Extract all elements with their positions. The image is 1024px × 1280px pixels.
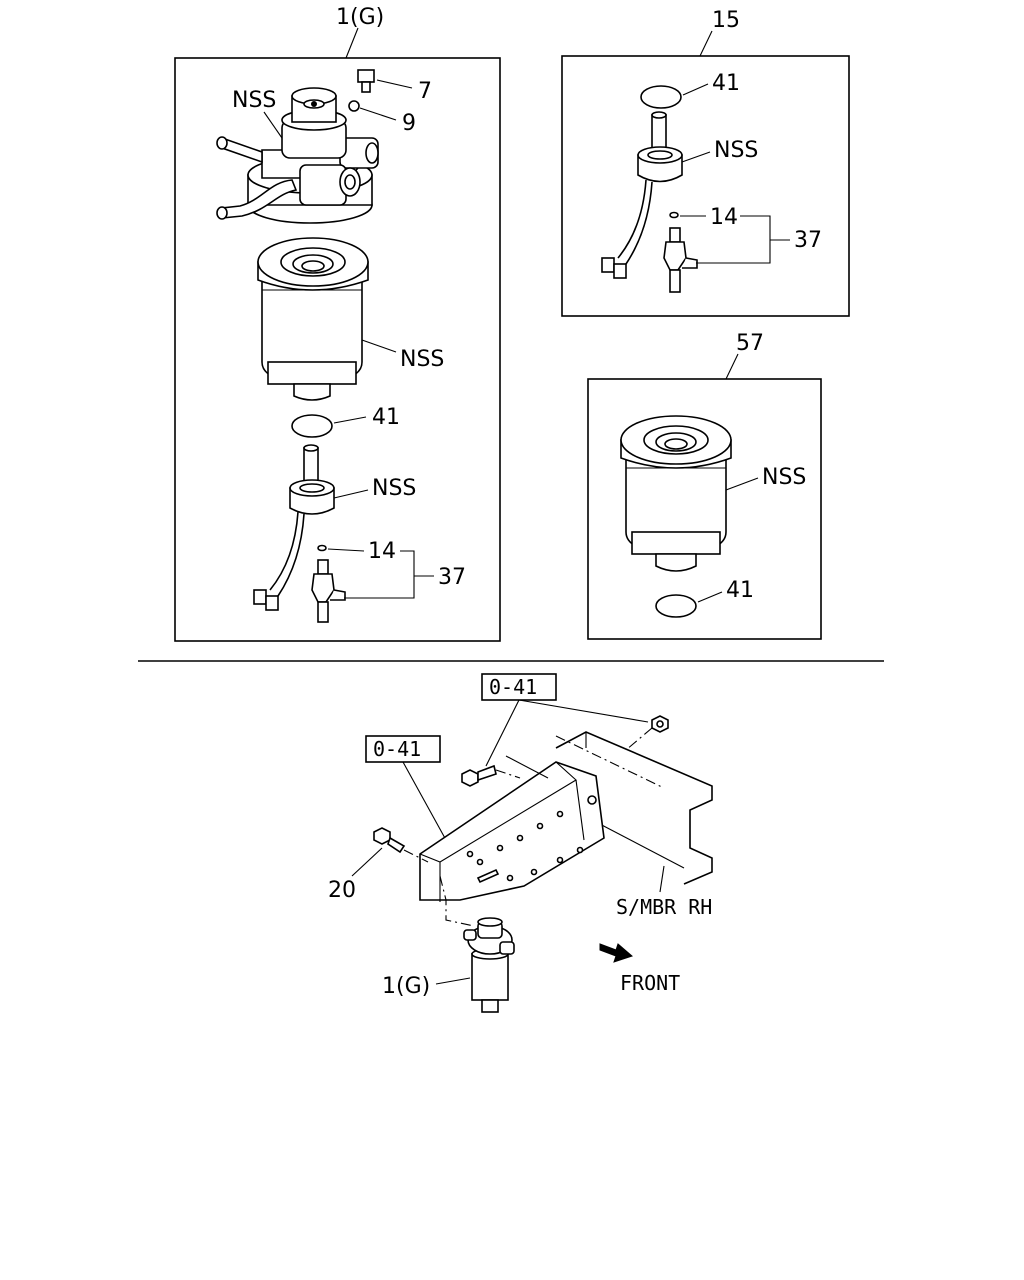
- callout-kit-small-oring: 14: [710, 205, 738, 230]
- callout-main-oring: 41: [372, 405, 400, 430]
- main-small-oring-part: [317, 544, 327, 552]
- callout-main-filter: NSS: [400, 347, 444, 372]
- kit-filter-drawing: [620, 415, 732, 572]
- callout-kit-drain: 37: [794, 228, 822, 253]
- bracket-bolt-part: [461, 764, 497, 787]
- filter-kit-panel: 57 NSS 41: [587, 331, 822, 640]
- callout-kit-oring-top: 41: [712, 71, 740, 96]
- kit-oring-top-part: [640, 85, 682, 109]
- filter-kit-ref: 57: [736, 331, 764, 356]
- front-arrow-icon: [599, 943, 633, 963]
- main-drain-drawing: [311, 559, 346, 623]
- main-assembly-panel: 1(G) 7: [174, 5, 501, 642]
- filter-head-drawing: [216, 87, 379, 224]
- callout-plug: 9: [402, 111, 416, 136]
- main-sensor-drawing: [253, 444, 335, 611]
- callout-main-small-oring: 14: [368, 539, 396, 564]
- assembly-ref: 1(G): [382, 974, 430, 999]
- direction-label: FRONT: [620, 971, 680, 995]
- sensor-kit-frame: [561, 55, 850, 317]
- installation-view: 0-41 0-41: [328, 673, 713, 1013]
- callout-head: NSS: [232, 88, 276, 113]
- callout-main-sensor: NSS: [372, 476, 416, 501]
- bolt-20-ref: 20: [328, 878, 356, 903]
- main-assembly-frame: [174, 57, 501, 642]
- small-filter-assembly-drawing: [463, 917, 515, 1013]
- kit-sensor-drawing: [601, 111, 683, 279]
- callout-kit-filter-oring: 41: [726, 578, 754, 603]
- callout-kit-filter: NSS: [762, 465, 806, 490]
- ref-box-2: 0-41: [373, 737, 421, 761]
- sensor-kit-panel: 15 41 NSS 14 37: [561, 8, 850, 317]
- frame-member-drawing: [555, 731, 713, 885]
- plug-part: [348, 100, 360, 112]
- callout-bolt: 7: [418, 79, 432, 104]
- main-oring-part: [291, 414, 333, 438]
- sensor-kit-ref: 15: [712, 8, 740, 33]
- frame-label: S/MBR RH: [616, 895, 712, 919]
- callout-kit-sensor: NSS: [714, 138, 758, 163]
- ref-box-1: 0-41: [489, 675, 537, 699]
- kit-small-oring-part: [669, 211, 679, 219]
- bracket-drawing: [419, 755, 605, 902]
- callout-main-drain: 37: [438, 565, 466, 590]
- main-filter-drawing: [257, 237, 369, 401]
- main-assembly-ref: 1(G): [336, 5, 384, 30]
- bolt-part: [357, 69, 375, 93]
- filter-kit-frame: [587, 378, 822, 640]
- kit-drain-drawing: [663, 227, 698, 293]
- nut-part: [651, 715, 669, 733]
- bolt-20-part: [373, 827, 406, 854]
- kit-filter-oring-part: [655, 594, 697, 618]
